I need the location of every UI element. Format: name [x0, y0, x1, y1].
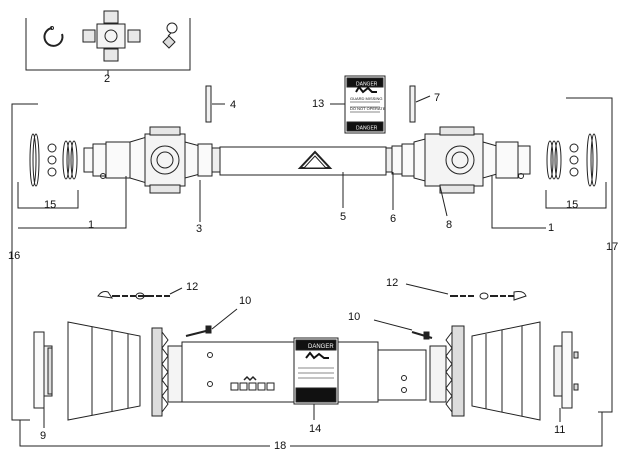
callout-5: 5 [340, 211, 347, 223]
left-bearing-rings [29, 133, 78, 187]
clip-4-part [205, 85, 212, 123]
callout-15-right: 15 [566, 199, 579, 211]
callout-4: 4 [230, 99, 237, 111]
callout-1-left: 1 [88, 219, 95, 231]
guard-tube-lower [181, 341, 427, 403]
snap-ring-part [43, 26, 64, 47]
kit-bracket [25, 18, 191, 76]
inner-guard-tube [219, 146, 387, 176]
small-danger-decal [344, 75, 386, 134]
callout-17: 17 [606, 241, 619, 253]
callout-12-left: 12 [186, 281, 199, 293]
callout-3: 3 [196, 223, 203, 235]
callout-9: 9 [40, 430, 47, 442]
clip-7-part [409, 85, 416, 123]
lower-leaders [19, 404, 603, 447]
leader-7 [415, 95, 431, 103]
callout-18: 18 [274, 440, 287, 452]
callout-13: 13 [312, 98, 325, 110]
callout-7: 7 [434, 92, 441, 104]
callout-8: 8 [446, 219, 453, 231]
upper-leaders [11, 97, 613, 421]
small-decal-footer: DANGER [356, 126, 378, 132]
right-safety-chain [405, 283, 527, 301]
right-guard-cone [471, 321, 541, 421]
callout-1-right: 1 [548, 222, 555, 234]
large-danger-decal [293, 337, 339, 405]
small-decal-line2: DO NOT OPERATE [350, 106, 386, 111]
grease-fitting-part [162, 22, 178, 49]
callout-2: 2 [104, 73, 111, 85]
callout-15-left: 15 [44, 199, 57, 211]
right-end-plate [553, 331, 579, 409]
left-end-plate [33, 331, 53, 409]
left-yoke-assembly [83, 126, 221, 194]
right-bellows [429, 325, 465, 417]
callout-10-left: 10 [239, 295, 252, 307]
callout-12-right: 12 [386, 277, 399, 289]
callout-10-right: 10 [348, 311, 361, 323]
left-screw [185, 308, 238, 337]
right-screw [373, 319, 433, 340]
callout-11: 11 [554, 424, 566, 436]
small-decal-line1: GUARD MISSING [350, 96, 382, 101]
cross-journal-part [82, 10, 141, 62]
left-bellows [151, 327, 183, 417]
callout-6: 6 [390, 213, 397, 225]
right-bearing-rings [546, 133, 598, 187]
right-yoke-assembly [385, 126, 531, 194]
callout-16: 16 [8, 250, 21, 262]
small-decal-header: DANGER [356, 82, 378, 88]
callout-14: 14 [309, 423, 322, 435]
left-guard-cone [67, 321, 141, 421]
left-safety-chain [97, 287, 183, 300]
large-decal-header: DANGER [308, 344, 334, 350]
